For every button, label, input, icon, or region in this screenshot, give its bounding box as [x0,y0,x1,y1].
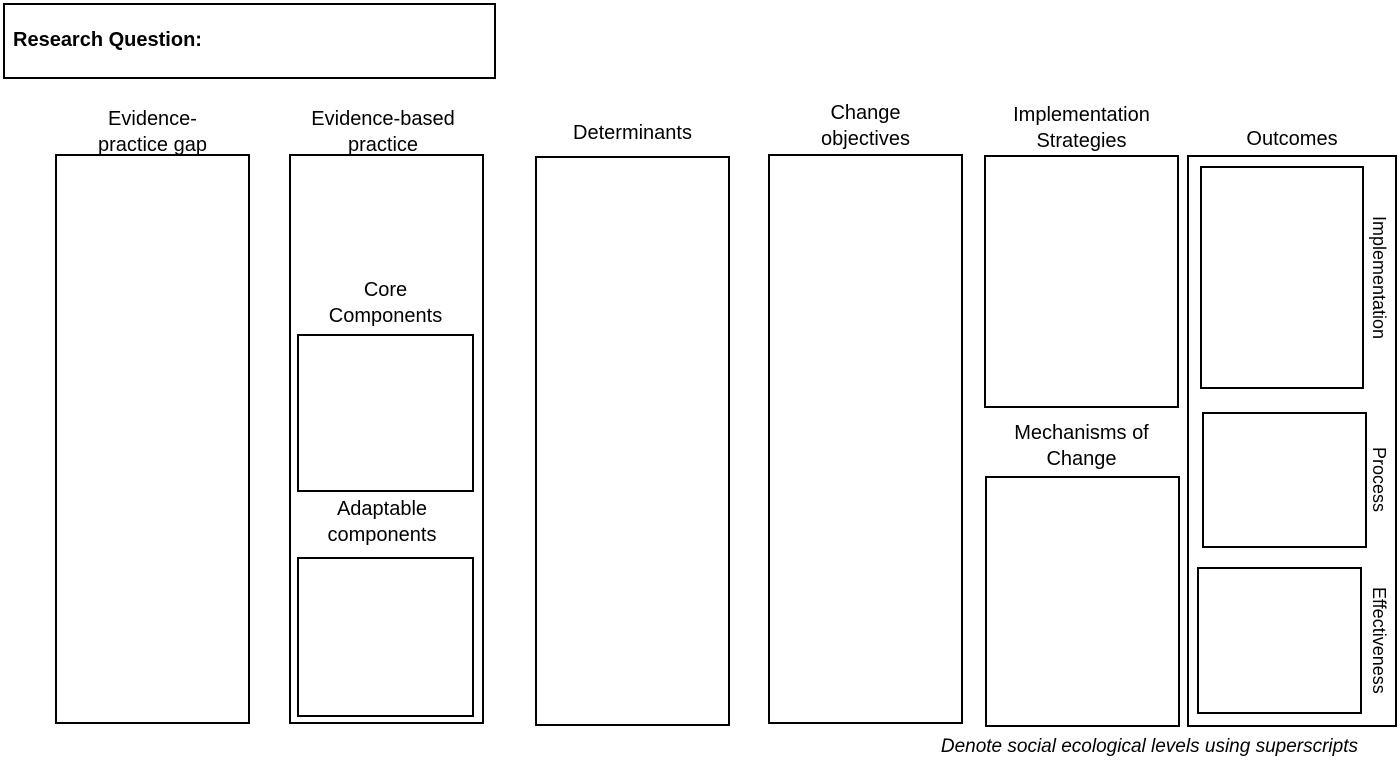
process-outcome-box [1202,412,1367,548]
determinants-box [535,156,730,726]
determinants-title: Determinants [573,122,692,144]
mechanisms-of-change-box [985,476,1180,727]
evidence-based-practice-title: Evidence-based practice [311,108,455,156]
footnote: Denote social ecological levels using su… [940,736,1358,757]
adaptable-components-box [297,557,474,717]
outcomes-title: Outcomes [1246,128,1338,150]
implementation-outcome-box [1200,166,1364,389]
implementation-outcome-label: Implementation [1369,215,1389,340]
adaptable-components-title: Adaptable components [327,498,437,546]
research-question-label: Research Question: [13,29,202,51]
process-outcome-label: Process [1369,447,1389,513]
implementation-strategies-title: Implementation Strategies [1013,104,1150,152]
change-objectives-box [768,154,963,724]
effectiveness-outcome-box [1197,567,1362,714]
implementation-strategies-box [984,155,1179,408]
change-objectives-title: Change objectives [821,102,910,150]
mechanisms-of-change-title: Mechanisms of Change [1014,422,1149,470]
research-question-box [3,3,496,79]
core-components-title: Core Components [328,279,443,327]
core-components-box [297,334,474,492]
evidence-practice-gap-title: Evidence- practice gap [98,108,207,156]
effectiveness-outcome-label: Effectiveness [1369,587,1389,694]
evidence-practice-gap-box [55,154,250,724]
